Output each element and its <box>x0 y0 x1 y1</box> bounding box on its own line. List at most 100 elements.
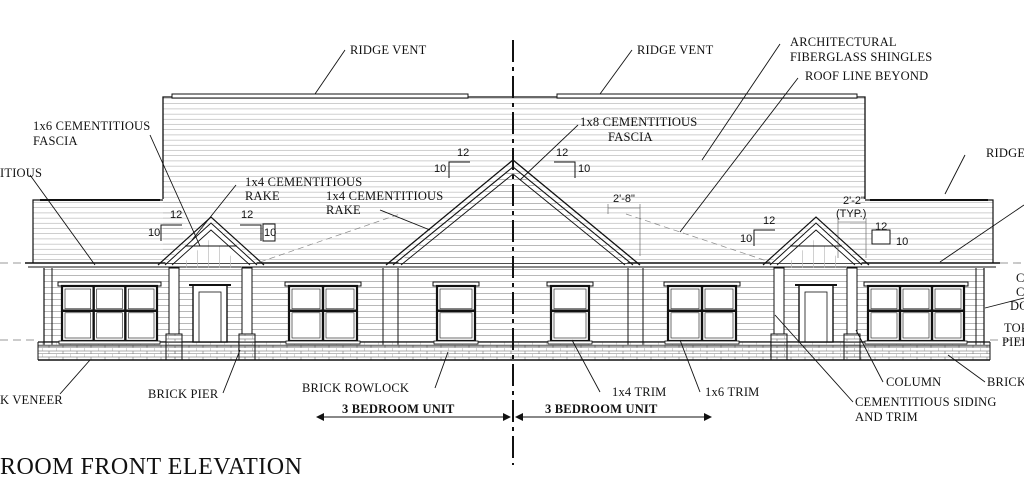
window-pane <box>934 312 962 339</box>
window-pane <box>553 288 587 310</box>
pitch-run-label: 10 <box>578 163 590 175</box>
label-rake-1-1: 1x4 CEMENTITIOUS <box>245 175 362 189</box>
unit-span-right <box>515 413 712 421</box>
window-pane <box>439 288 473 310</box>
window-sill <box>58 340 161 345</box>
ridge-vent-left <box>171 93 469 99</box>
ridge-vent-right <box>556 93 858 99</box>
pitch-run-label: 10 <box>896 236 908 248</box>
dimension-2-2: 2'-2" (TYP.) <box>836 195 866 258</box>
label-shingles-2: FIBERGLASS SHINGLES <box>790 50 932 64</box>
roof-vents <box>262 223 891 245</box>
lower-roof-right <box>850 199 994 263</box>
leader-lines <box>29 43 1024 403</box>
label-right-ridge-cut: RIDGE <box>986 146 1024 160</box>
label-trim-1x6: 1x6 TRIM <box>705 385 760 399</box>
window-pane <box>96 312 123 339</box>
callout-labels: RIDGE VENT RIDGE VENT ARCHITECTURAL FIBE… <box>0 35 1024 480</box>
lower-roof-left <box>32 199 183 263</box>
window-pane <box>704 288 734 310</box>
svg-text:2'-8": 2'-8" <box>613 193 635 205</box>
pitch-rise-label: 12 <box>241 209 253 221</box>
window-pane <box>96 288 123 310</box>
windows <box>57 281 969 345</box>
window <box>866 284 966 343</box>
label-fascia-1x8-1: 1x8 CEMENTITIOUS <box>580 115 697 129</box>
label-unit-left: 3 BEDROOM UNIT <box>342 402 455 416</box>
label-left-cut: ITIOUS <box>0 166 42 180</box>
label-unit-right: 3 BEDROOM UNIT <box>545 402 658 416</box>
label-fascia-1x6-1: 1x6 CEMENTITIOUS <box>33 119 150 133</box>
window-pane <box>127 288 155 310</box>
window-sill <box>664 340 740 345</box>
window-pane <box>127 312 155 339</box>
svg-text:(TYP.): (TYP.) <box>836 208 866 220</box>
front-door-left <box>189 284 231 343</box>
pitch-run-label: 10 <box>264 227 276 239</box>
label-brick-veneer: K VENEER <box>0 393 63 407</box>
window-pane <box>704 312 734 339</box>
label-ridge-vent-left: RIDGE VENT <box>350 43 427 57</box>
label-rake-2-1: 1x4 CEMENTITIOUS <box>326 189 443 203</box>
front-door-right <box>795 284 837 343</box>
label-rake-1-2: RAKE <box>245 189 280 203</box>
label-brick-right: BRICK <box>987 375 1024 389</box>
window <box>435 284 477 343</box>
window-pane <box>291 288 321 310</box>
window-pane <box>553 312 587 339</box>
window-pane <box>870 288 898 310</box>
label-right-cut-1: C <box>1016 271 1024 285</box>
central-gable <box>385 159 641 266</box>
pitch-symbols: 12 10 12 10 12 10 12 10 12 10 12 10 <box>148 147 908 248</box>
dimension-2-8: 2'-8" <box>607 193 641 256</box>
porch-columns <box>165 267 861 361</box>
window-pane <box>934 288 962 310</box>
pitch-rise-label: 12 <box>457 147 469 159</box>
window-pane <box>670 288 700 310</box>
window-sill <box>433 340 479 345</box>
label-column: COLUMN <box>886 375 941 389</box>
window-sill <box>285 340 361 345</box>
label-fascia-1x6-2: FASCIA <box>33 134 78 148</box>
window-pane <box>439 312 473 339</box>
svg-text:2'-2": 2'-2" <box>843 195 865 207</box>
label-right-cut-4: TOP <box>1004 321 1024 335</box>
label-fascia-1x8-2: FASCIA <box>608 130 653 144</box>
label-shingles-1: ARCHITECTURAL <box>790 35 897 49</box>
window-pane <box>291 312 321 339</box>
label-right-cut-2: C <box>1016 285 1024 299</box>
pitch-run-label: 10 <box>434 163 446 175</box>
label-right-cut-5: PIER <box>1002 335 1024 349</box>
pitch-run-label: 10 <box>740 233 752 245</box>
label-right-cut-3: DO <box>1010 299 1024 313</box>
pitch-run-label: 10 <box>148 227 160 239</box>
pitch-rise-label: 12 <box>170 209 182 221</box>
window-pane <box>325 288 355 310</box>
window-pane <box>902 312 930 339</box>
window-pane <box>64 312 92 339</box>
pitch-rise-label: 12 <box>556 147 568 159</box>
label-trim-1x4: 1x4 TRIM <box>612 385 667 399</box>
label-ridge-vent-right: RIDGE VENT <box>637 43 714 57</box>
pitch-rise-label: 12 <box>875 221 887 233</box>
window-pane <box>64 288 92 310</box>
left-porch-gable <box>157 216 265 268</box>
label-siding-1: CEMENTITIOUS SIDING <box>855 395 997 409</box>
window-sill <box>864 340 968 345</box>
drawing-title: ROOM FRONT ELEVATION <box>0 454 302 480</box>
pitch-rise-label: 12 <box>763 215 775 227</box>
window <box>60 284 159 343</box>
window-pane <box>870 312 898 339</box>
label-brick-rowlock: BRICK ROWLOCK <box>302 381 409 395</box>
window-sill <box>547 340 593 345</box>
label-siding-2: AND TRIM <box>855 410 918 424</box>
window <box>549 284 591 343</box>
label-brick-pier: BRICK PIER <box>148 387 219 401</box>
window-pane <box>670 312 700 339</box>
label-rake-2-2: RAKE <box>326 203 361 217</box>
right-porch-gable <box>762 216 870 268</box>
window-pane <box>325 312 355 339</box>
window-pane <box>902 288 930 310</box>
unit-span-left <box>316 413 511 421</box>
